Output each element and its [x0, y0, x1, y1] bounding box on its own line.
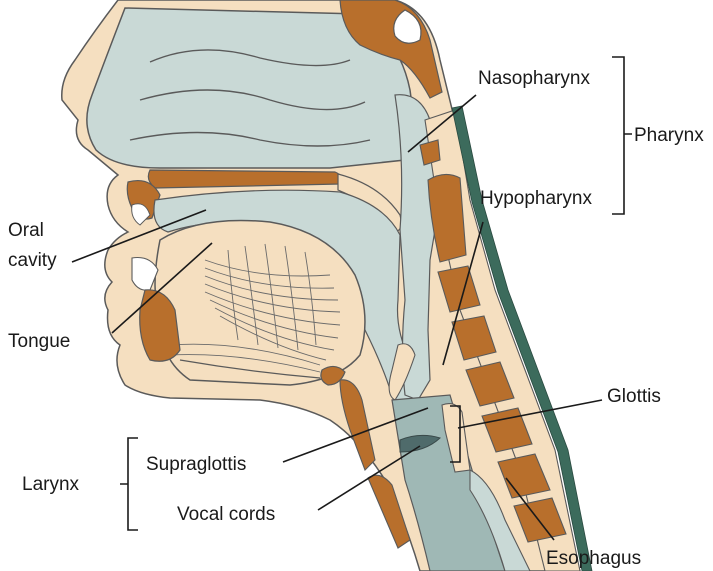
pharynx-bracket: [612, 57, 632, 214]
label-vocal-cords: Vocal cords: [177, 504, 275, 525]
label-tongue: Tongue: [8, 331, 70, 352]
label-larynx: Larynx: [22, 474, 80, 495]
label-glottis: Glottis: [607, 386, 661, 407]
label-esophagus: Esophagus: [546, 548, 641, 569]
label-supraglottis: Supraglottis: [146, 454, 246, 475]
label-pharynx: Pharynx: [634, 125, 704, 146]
vertebra-c1: [420, 140, 440, 165]
label-hypopharynx: Hypopharynx: [480, 188, 592, 209]
label-oral-cavity-line1: Oral: [8, 220, 44, 241]
larynx-bracket: [120, 438, 138, 530]
label-oral-cavity-line2: cavity: [8, 250, 57, 271]
label-nasopharynx: Nasopharynx: [478, 68, 590, 89]
